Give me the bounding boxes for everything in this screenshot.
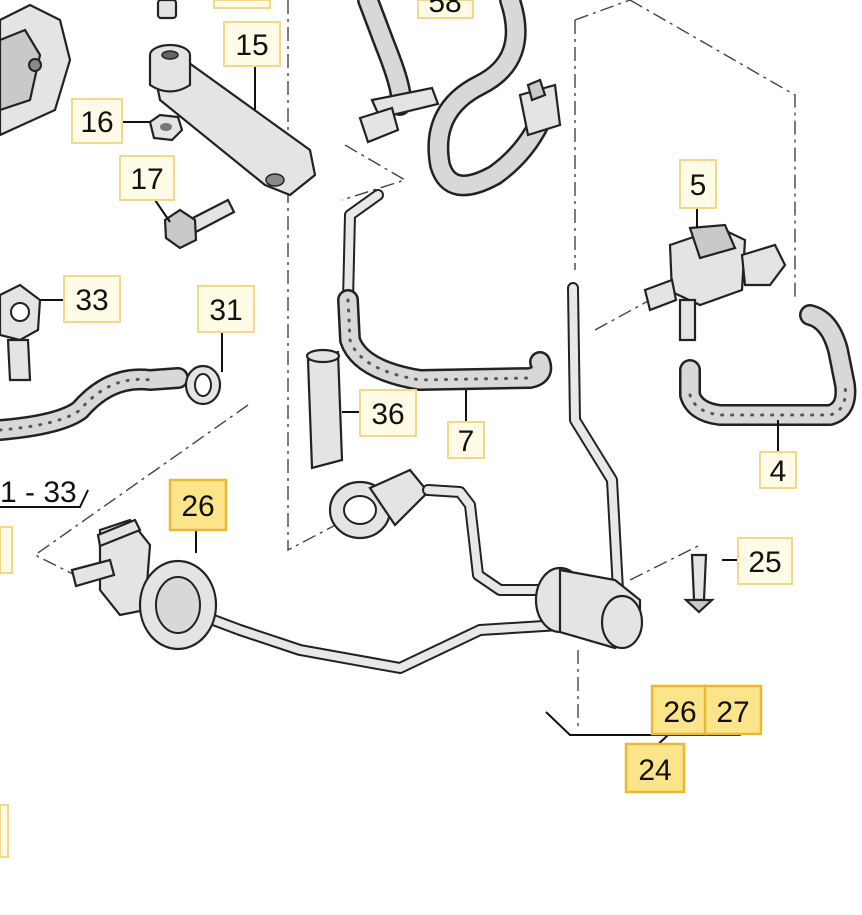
bracket-arm-part <box>148 43 317 197</box>
callout-26-highlighted-lower[interactable]: 26 <box>650 684 709 736</box>
callout-33[interactable]: 33 <box>63 275 121 323</box>
svg-text:26: 26 <box>663 696 696 729</box>
svg-text:7: 7 <box>458 425 475 458</box>
svg-text:24: 24 <box>638 754 671 787</box>
check-valve-part <box>534 566 644 650</box>
callout-25[interactable]: 25 <box>737 537 793 585</box>
svg-text:15: 15 <box>235 29 268 62</box>
nut-part <box>148 113 184 142</box>
callout-5[interactable]: 5 <box>679 159 717 209</box>
svg-text:26: 26 <box>181 490 214 523</box>
callout-left-cut <box>0 526 13 574</box>
svg-text:58: 58 <box>428 0 461 19</box>
vacuum-line-part <box>194 282 624 674</box>
svg-text:16: 16 <box>80 106 113 139</box>
svg-text:36: 36 <box>371 398 404 431</box>
svg-text:25: 25 <box>748 546 781 579</box>
hose-7-part <box>337 189 553 391</box>
hose-58-assembly <box>357 0 562 197</box>
svg-text:4: 4 <box>770 455 787 488</box>
svg-text:1 - 33: 1 - 33 <box>0 476 77 509</box>
hose-clamp-33-part <box>0 283 42 382</box>
callout-4[interactable]: 4 <box>759 451 797 489</box>
svg-text:17: 17 <box>130 163 163 196</box>
callout-7[interactable]: 7 <box>447 421 485 459</box>
callout-24-highlighted[interactable]: 24 <box>624 742 686 794</box>
callout-top-cut <box>213 0 271 9</box>
pump-housing-part <box>0 3 72 137</box>
callout-36[interactable]: 36 <box>359 389 417 437</box>
callout-1-33[interactable]: 1 - 33 <box>0 476 77 509</box>
bolt-part <box>163 198 236 250</box>
solenoid-valve-part <box>643 223 787 342</box>
svg-text:5: 5 <box>690 169 707 202</box>
callout-31[interactable]: 31 <box>197 285 255 333</box>
screw-25-part <box>683 553 715 614</box>
hose-4-part <box>679 304 857 426</box>
callout-27-highlighted[interactable]: 27 <box>703 684 763 736</box>
connector-part <box>328 468 430 540</box>
callout-58[interactable]: 58 <box>417 0 474 19</box>
svg-text:27: 27 <box>716 696 749 729</box>
vacuum-reservoir-part <box>70 518 218 651</box>
left-hose-part <box>0 364 222 441</box>
callout-17[interactable]: 17 <box>119 155 175 201</box>
callout-15[interactable]: 15 <box>223 21 281 67</box>
small-bolt-top <box>156 0 178 20</box>
svg-text:31: 31 <box>209 294 242 327</box>
callout-26-highlighted[interactable]: 26 <box>168 478 228 532</box>
svg-text:33: 33 <box>75 284 108 317</box>
sleeve-36-part <box>305 348 344 470</box>
callout-left-bottom-cut <box>0 804 9 858</box>
callout-16[interactable]: 16 <box>71 98 123 144</box>
